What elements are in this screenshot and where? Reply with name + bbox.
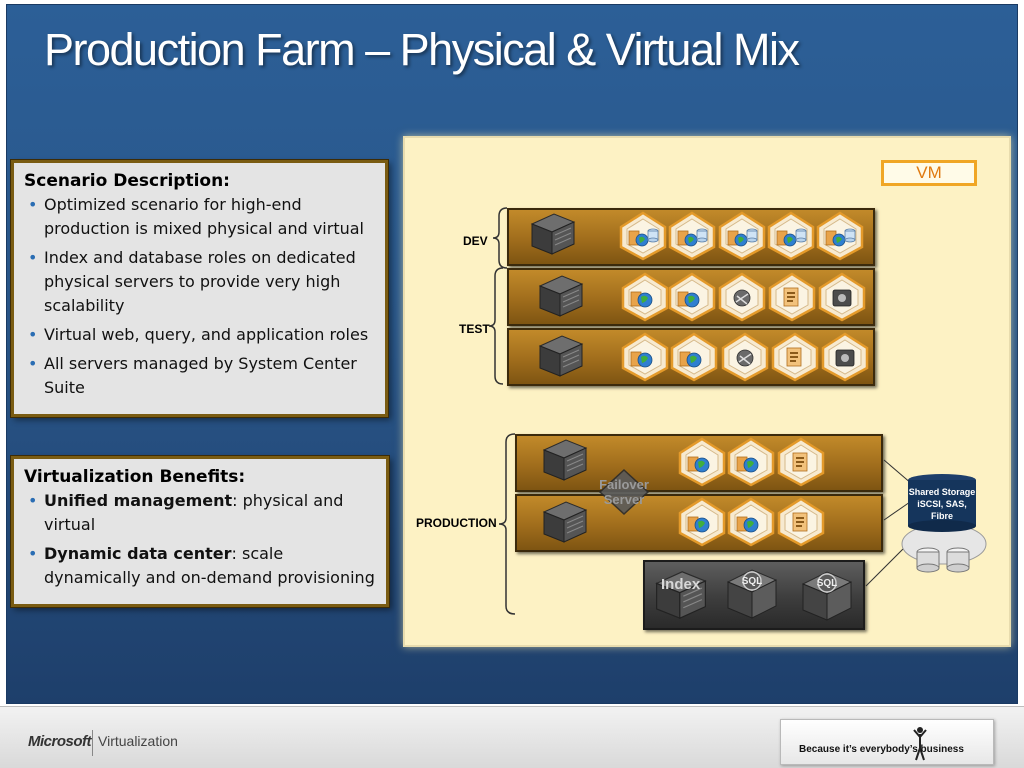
test-vm-app-icon xyxy=(768,272,816,322)
storage-label-line: iSCSI, SAS, xyxy=(917,499,967,509)
sql-label: SQL xyxy=(816,578,838,589)
test-vm-service-icon xyxy=(821,332,869,382)
production-host-server-icon xyxy=(540,436,590,484)
test-vm-service-icon xyxy=(818,272,866,322)
production-vm-web-icon xyxy=(678,497,726,547)
benefits-heading: Virtualization Benefits: xyxy=(24,467,246,487)
benefit-bold: Unified management xyxy=(44,491,233,510)
vm-legend: VM xyxy=(881,160,977,186)
production-vm-web-icon xyxy=(727,497,775,547)
sql-label: SQL xyxy=(741,576,763,587)
production-vm-app-icon xyxy=(777,437,825,487)
test-vm-web-icon xyxy=(670,332,718,382)
failover-server-icon xyxy=(598,468,650,516)
test-vm-query-icon xyxy=(718,272,766,322)
person-figure-icon xyxy=(913,727,927,761)
production-vm-app-icon xyxy=(777,497,825,547)
production-vm-web-icon xyxy=(727,437,775,487)
tagline-banner: Because it’s everybody’s business xyxy=(780,719,994,765)
tier-label-test: TEST xyxy=(459,322,490,336)
benefit-text: : scale dynamically and on-demand provis… xyxy=(44,544,375,587)
microsoft-logo: Microsoft xyxy=(28,733,92,750)
test-host-server-icon xyxy=(536,332,586,380)
dev-vm-web-db-icon xyxy=(619,211,667,261)
production-host-server-icon xyxy=(540,498,590,546)
footer-divider xyxy=(92,730,93,756)
benefit-bullet: Dynamic data center: scale dynamically a… xyxy=(24,542,376,590)
test-vm-app-icon xyxy=(771,332,819,382)
sql-server-icon xyxy=(722,564,782,624)
scenario-bullet: All servers managed by System Center Sui… xyxy=(24,352,375,400)
scenario-bullet: Virtual web, query, and application role… xyxy=(24,323,375,347)
dev-host-server-icon xyxy=(528,210,578,258)
scenario-heading: Scenario Description: xyxy=(24,171,230,191)
tagline-text: Because it’s everybody’s business xyxy=(799,744,964,755)
test-host-server-icon xyxy=(536,272,586,320)
tier-label-production: PRODUCTION xyxy=(416,516,497,530)
storage-label-line: Shared Storage xyxy=(908,487,976,497)
index-label: Index xyxy=(661,576,701,593)
benefits-bullet-list: Unified management: physical and virtual… xyxy=(24,489,376,590)
dev-vm-web-db-icon xyxy=(816,211,864,261)
production-vm-web-icon xyxy=(678,437,726,487)
failover-server-label: Failover Server xyxy=(599,477,649,507)
product-name: Virtualization xyxy=(98,733,178,749)
dev-vm-web-db-icon xyxy=(767,211,815,261)
dev-vm-web-db-icon xyxy=(718,211,766,261)
index-server-icon xyxy=(652,566,710,624)
benefit-bold: Dynamic data center xyxy=(44,544,232,563)
scenario-bullet-list: Optimized scenario for high-end producti… xyxy=(24,193,375,400)
benefit-bullet: Unified management: physical and virtual xyxy=(24,489,376,537)
benefit-text: : physical and virtual xyxy=(44,491,344,534)
test-vm-web-icon xyxy=(621,332,669,382)
scenario-description-box: Scenario Description: Optimized scenario… xyxy=(11,160,388,417)
scenario-bullet: Index and database roles on dedicated ph… xyxy=(24,246,375,318)
scenario-bullet: Optimized scenario for high-end producti… xyxy=(24,193,375,241)
shared-storage-icon xyxy=(901,474,987,573)
test-brace xyxy=(488,267,504,385)
virtualization-benefits-box: Virtualization Benefits: Unified managem… xyxy=(11,456,389,607)
shared-storage-label: Shared Storage iSCSI, SAS, Fibre xyxy=(906,486,978,522)
storage-label-line: Fibre xyxy=(930,511,953,521)
footer-bar: Microsoft Virtualization Because it’s ev… xyxy=(0,706,1024,768)
tier-label-dev: DEV xyxy=(463,234,488,248)
production-brace xyxy=(498,433,516,615)
dev-brace xyxy=(492,207,508,269)
test-vm-query-icon xyxy=(721,332,769,382)
test-vm-web-icon xyxy=(621,272,669,322)
test-vm-web-icon xyxy=(668,272,716,322)
dev-vm-web-db-icon xyxy=(668,211,716,261)
sql-server-icon xyxy=(797,566,857,626)
slide-title: Production Farm – Physical & Virtual Mix xyxy=(44,24,800,75)
